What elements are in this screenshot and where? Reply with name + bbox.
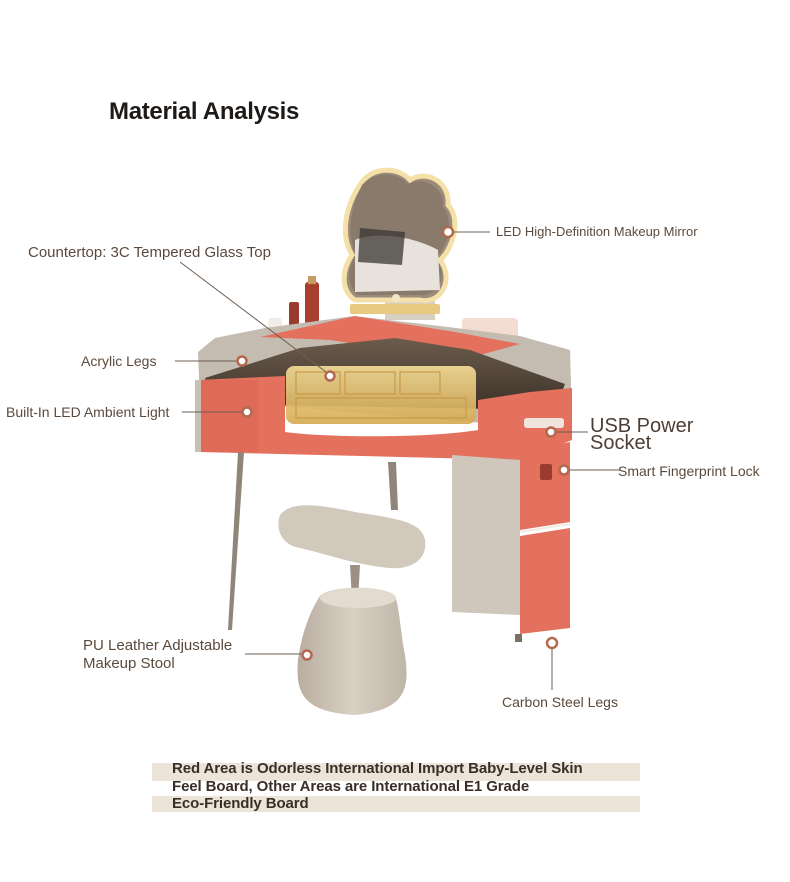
note-text: Red Area is Odorless International Impor…: [152, 760, 640, 813]
label-ambient-light: Built-In LED Ambient Light: [6, 404, 170, 420]
note-band-bottom: [152, 796, 640, 812]
carbon-steel-legs: [228, 452, 522, 642]
note-band-top: [152, 763, 640, 781]
label-stool: PU Leather Adjustable Makeup Stool: [83, 637, 232, 673]
callout-leaders: [175, 231, 620, 690]
label-usb-line1: USB Power: [590, 415, 694, 437]
label-led-mirror: LED High-Definition Makeup Mirror: [496, 224, 698, 239]
usb-socket-panel: [524, 418, 564, 428]
coral-desk-body: [198, 376, 572, 460]
note-line-3: Eco-Friendly Board: [172, 795, 309, 812]
fingerprint-sensor: [540, 464, 552, 480]
page-title: Material Analysis: [109, 98, 300, 125]
label-carbon-legs: Carbon Steel Legs: [502, 694, 618, 710]
note-line-2: Feel Board, Other Areas are Internationa…: [172, 777, 530, 795]
label-stool-line2: Makeup Stool: [83, 655, 175, 672]
label-fingerprint-lock: Smart Fingerprint Lock: [618, 463, 760, 479]
led-drawer: [286, 366, 476, 424]
label-countertop: Countertop: 3C Tempered Glass Top: [28, 244, 271, 261]
label-usb-line2: Socket: [590, 432, 652, 454]
callout-dots: [236, 225, 570, 661]
side-cabinet: [452, 455, 520, 615]
drawer-compartments: [295, 371, 467, 419]
material-note: Red Area is Odorless International Impor…: [152, 760, 640, 813]
label-stool-line1: PU Leather Adjustable: [83, 637, 233, 654]
makeup-stool: [278, 505, 426, 715]
makeup-mirror: [341, 167, 458, 320]
note-line-1: Red Area is Odorless International Impor…: [172, 760, 583, 777]
label-usb-socket: USB Power Socket: [590, 415, 694, 454]
label-acrylic-legs: Acrylic Legs: [81, 353, 157, 369]
